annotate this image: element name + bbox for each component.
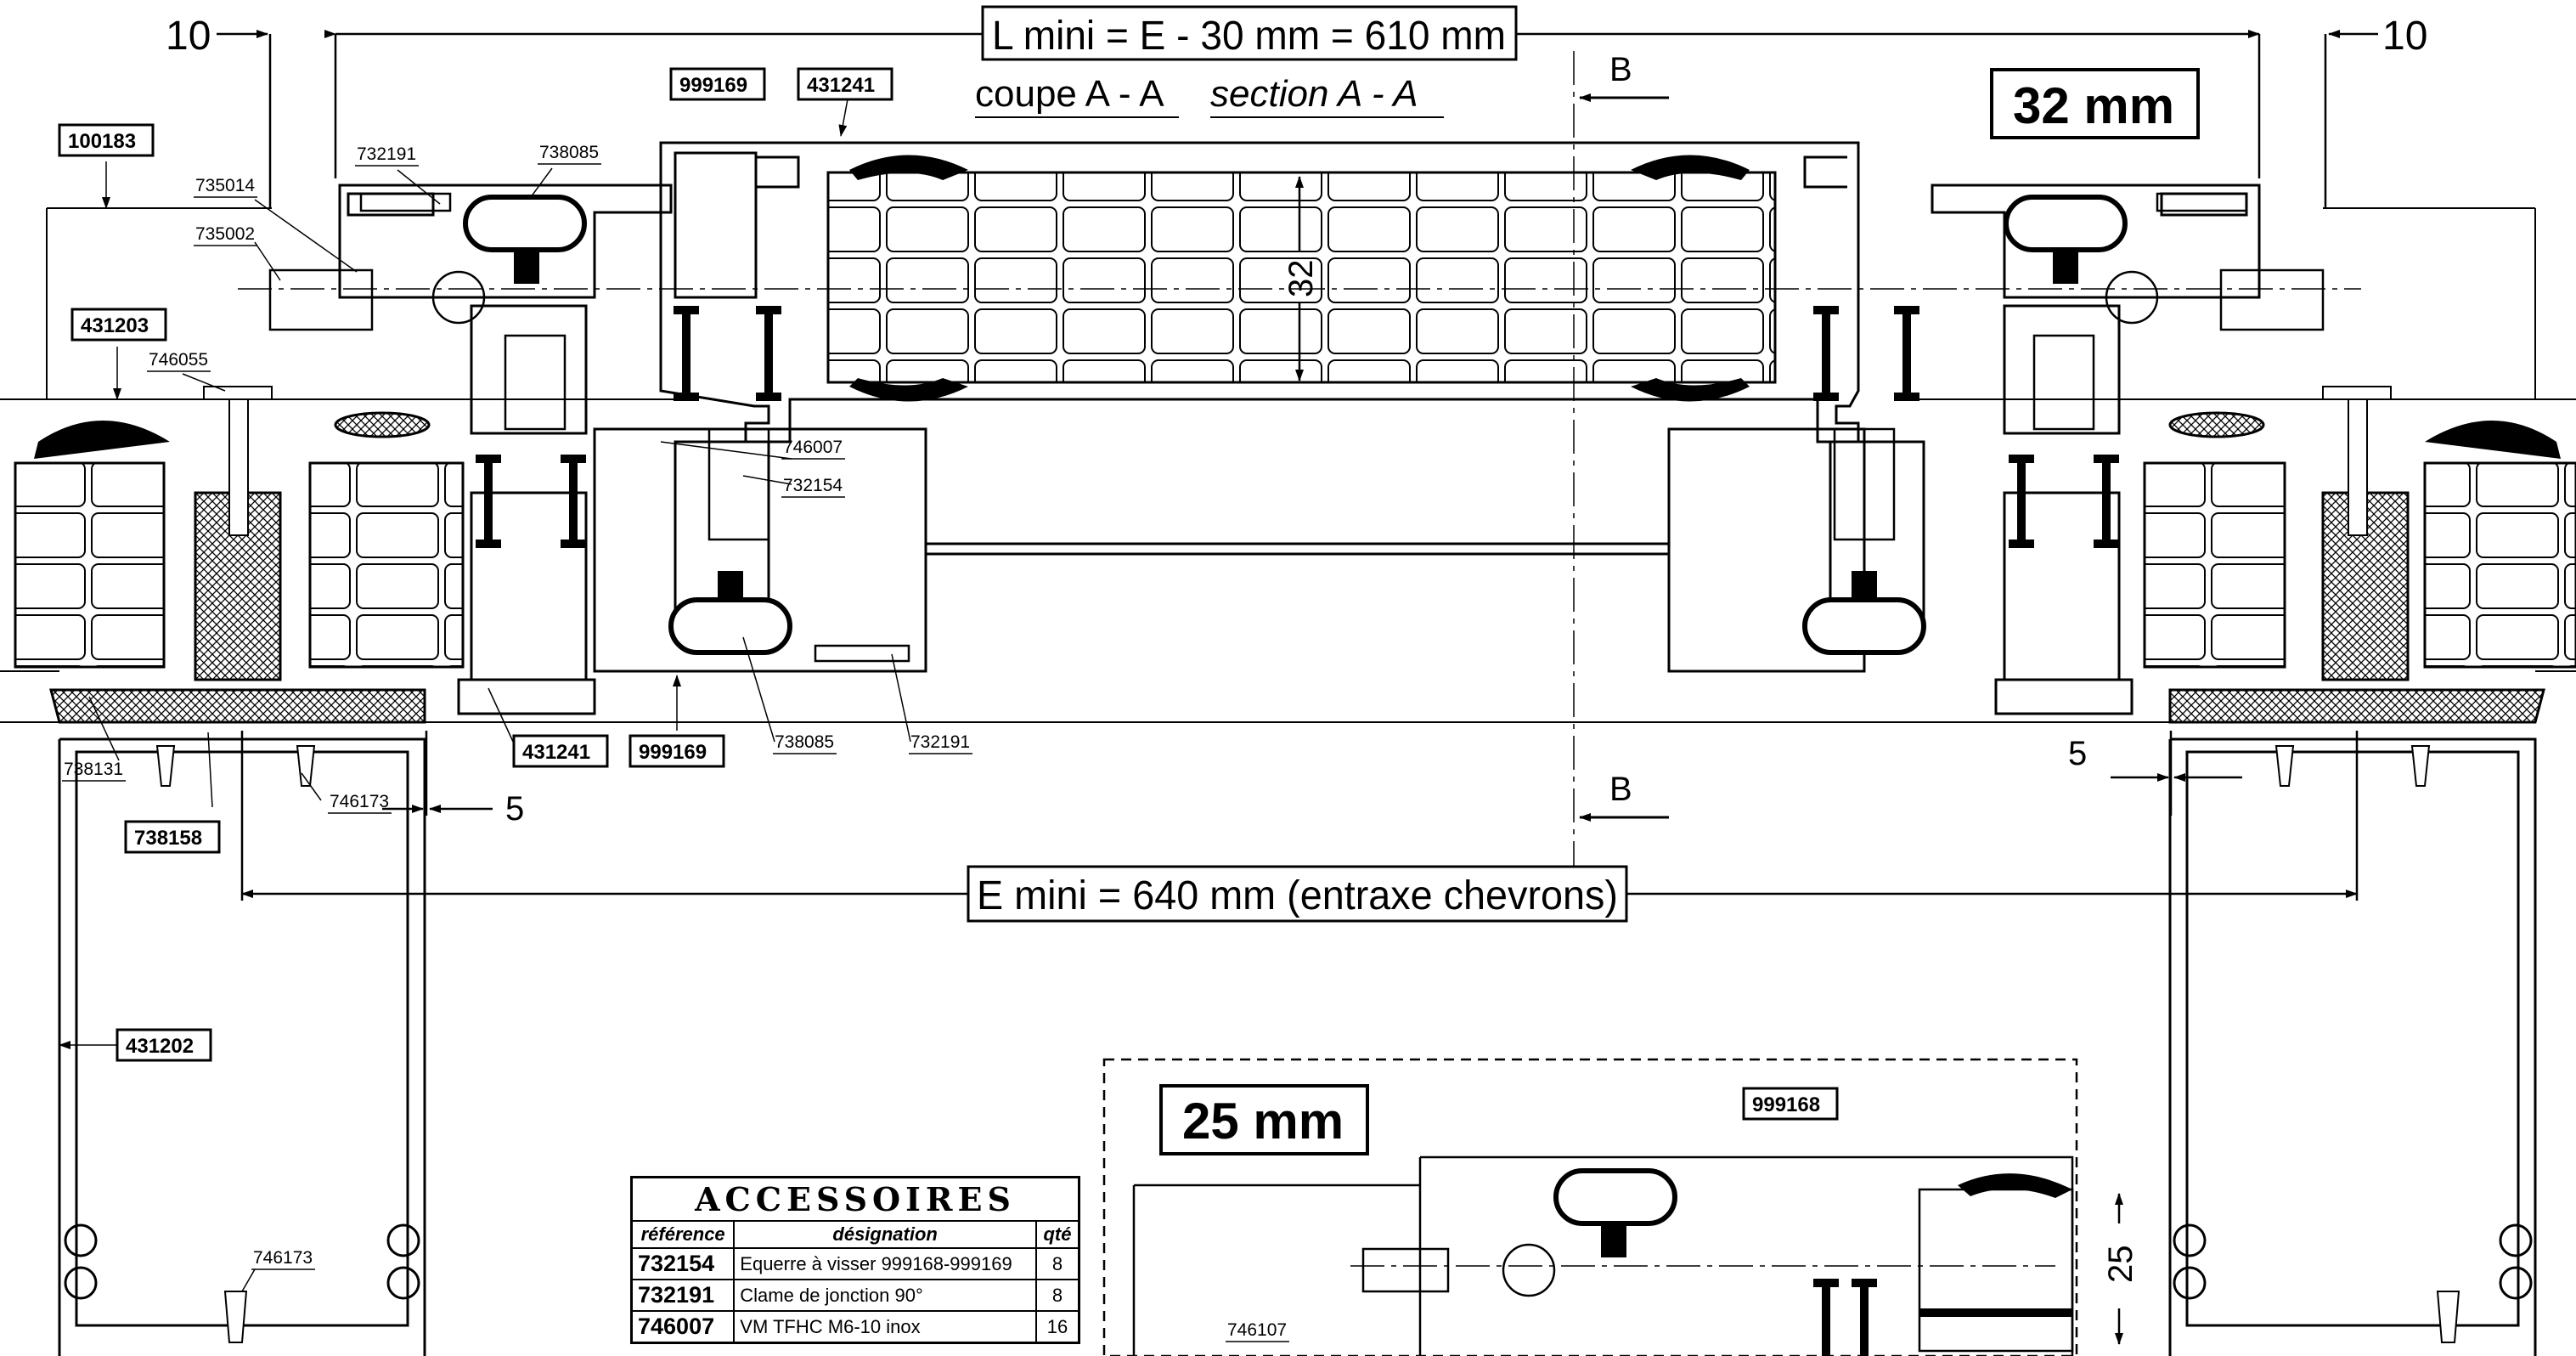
table-row: 732191 Clame de jonction 90° 8 (630, 1279, 1080, 1312)
part-738085-bottom: 738085 (775, 732, 834, 752)
accessory-qty: 8 (1034, 1279, 1080, 1312)
accessory-reference: 732191 (630, 1279, 736, 1312)
ref-box-100183 (58, 123, 155, 157)
gasket-738085-bottom-left (668, 571, 792, 655)
gap-left-label: 5 (505, 790, 524, 828)
thickness-label-main: 32 mm (2013, 77, 2174, 134)
glazing-panel-right (2143, 461, 2576, 669)
ref-999168: 999168 (1752, 1093, 1820, 1116)
part-746173-a: 746173 (330, 792, 389, 811)
self-drilling-screws (155, 745, 2460, 1343)
dimension-l-mini (217, 30, 2378, 208)
side-cylinders (268, 268, 2325, 331)
accessory-designation: Equerre à visser 999168-999169 (733, 1247, 1037, 1280)
part-738085-top: 738085 (539, 143, 599, 162)
accessory-reference: 746007 (630, 1310, 736, 1344)
part-746055: 746055 (149, 350, 208, 370)
offset-right-label: 10 (2382, 14, 2427, 59)
gasket-738085-bottom-right (1802, 571, 1926, 655)
accessory-qty: 16 (1034, 1310, 1080, 1344)
dimension-e-mini (240, 731, 2359, 901)
thickness-box-detail (1159, 1084, 1369, 1155)
thermal-break-struts (476, 306, 2119, 548)
accessories-title: ACCESSOIRES (630, 1176, 1080, 1222)
part-735014: 735014 (195, 176, 255, 195)
gasket-738085-top-left (463, 195, 587, 284)
ref-999169-bottom: 999169 (639, 741, 707, 764)
glazing-panel-left (14, 461, 465, 669)
section-marker-bottom: B (1609, 771, 1632, 808)
accessories-header-designation: désignation (733, 1220, 1037, 1249)
part-732191-bottom: 732191 (910, 732, 970, 752)
ref-box-999169-bottom (628, 734, 725, 768)
section-title-section: section A - A (1210, 73, 1418, 115)
ref-box-999169-top (669, 67, 766, 101)
clamps-732191 (359, 192, 2248, 663)
l-mini-box (981, 5, 1518, 61)
thickness-label-detail: 25 mm (1182, 1093, 1344, 1150)
accessory-designation: Clame de jonction 90° (733, 1279, 1037, 1312)
table-row: 746007 VM TFHC M6-10 inox 16 (630, 1310, 1080, 1344)
ref-box-431203 (70, 308, 167, 342)
part-746007: 746007 (783, 438, 843, 457)
part-732154: 732154 (783, 476, 843, 495)
ref-431203: 431203 (81, 314, 149, 337)
accessories-header-qty: qté (1034, 1220, 1080, 1249)
offset-left-label: 10 (166, 14, 211, 59)
center-lines (238, 51, 2361, 1267)
glazing-seals (849, 155, 1750, 402)
accessory-reference: 732154 (630, 1247, 736, 1280)
part-746173-b: 746173 (253, 1248, 313, 1268)
cover-cap-left (34, 386, 431, 724)
part-732191-top: 732191 (357, 144, 416, 164)
glazing-dimension-32-label: 32 (1282, 260, 1320, 298)
corner-bracket-732154 (504, 334, 2095, 541)
section-marker-top: B (1609, 51, 1632, 88)
ref-100183: 100183 (68, 130, 136, 153)
part-735002: 735002 (195, 224, 255, 244)
part-738131: 738131 (64, 760, 123, 779)
ref-738158: 738158 (134, 827, 202, 850)
e-mini-box (967, 865, 1628, 923)
sash-profile-999169-bottom (593, 427, 1925, 673)
ref-box-999168 (1742, 1087, 1839, 1121)
ref-box-431241-top (797, 67, 893, 101)
thickness-box-main (1990, 68, 2200, 139)
accessories-header-reference: référence (630, 1220, 736, 1249)
ref-box-431202 (116, 1028, 212, 1062)
section-title-coupe: coupe A - A (975, 73, 1164, 115)
part-label-underlines (62, 163, 1289, 1342)
side-frame-right (1931, 184, 2261, 715)
e-mini-label: E mini = 640 mm (entraxe chevrons) (977, 873, 1618, 918)
ref-431241-top: 431241 (807, 74, 875, 97)
accessories-table: ACCESSOIRES référence désignation qté 73… (630, 1176, 1080, 1344)
ref-431202: 431202 (126, 1035, 194, 1058)
accessory-qty: 8 (1034, 1247, 1080, 1280)
glazing-panel-center (826, 171, 1777, 384)
dimension-gap-5 (382, 731, 2242, 816)
cover-cap-right (2168, 386, 2561, 724)
ref-box-431241-bottom (512, 734, 609, 768)
detail-gasket (1553, 1168, 2072, 1356)
glazing-dimension-25-label: 25 (2102, 1246, 2139, 1284)
ref-431241-bottom: 431241 (522, 741, 590, 764)
rafter-profile-right (2168, 737, 2537, 1356)
leader-lines (59, 89, 911, 1292)
gasket-738085-top-right (2004, 195, 2128, 284)
ref-999169-top: 999169 (679, 74, 747, 97)
part-746107: 746107 (1227, 1320, 1287, 1340)
section-marker-arrows (1579, 93, 1669, 822)
ref-box-738158 (124, 820, 221, 854)
table-row: 732154 Equerre à visser 999168-999169 8 (630, 1247, 1080, 1280)
accessory-designation: VM TFHC M6-10 inox (733, 1310, 1037, 1344)
gap-right-label: 5 (2068, 735, 2087, 772)
l-mini-label: L mini = E - 30 mm = 610 mm (992, 14, 1506, 59)
